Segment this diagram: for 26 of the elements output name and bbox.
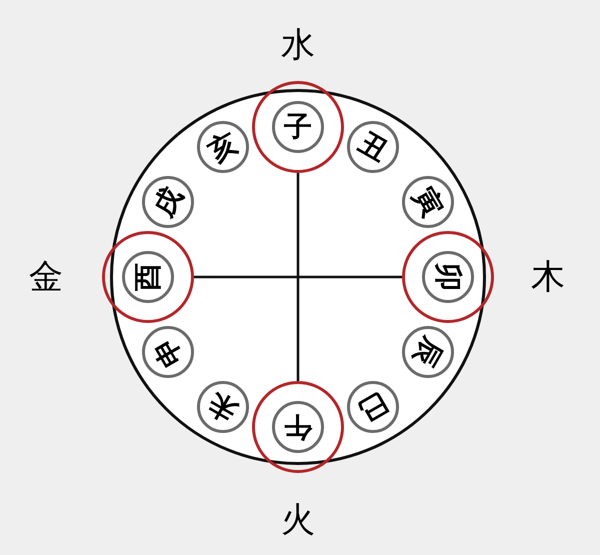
branch-circle	[402, 326, 454, 378]
branch-character: 子	[284, 113, 312, 141]
branch-character: 辰	[408, 332, 448, 372]
branch-circle	[402, 176, 454, 228]
branch-character: 酉	[134, 263, 162, 291]
branch-circle	[197, 121, 249, 174]
element-label: 木	[531, 260, 565, 294]
connector-line	[194, 276, 402, 278]
branch-character: 巳	[354, 388, 392, 426]
element-label: 火	[281, 503, 315, 537]
branch-circle	[347, 121, 399, 174]
branch-circle	[142, 176, 194, 228]
branch-character: 戌	[148, 182, 188, 222]
branch-character: 亥	[204, 128, 242, 166]
branch-circle	[142, 326, 194, 378]
element-label: 金	[29, 260, 63, 294]
branch-circle	[197, 380, 249, 433]
branch-character: 丑	[354, 128, 392, 166]
branch-character: 寅	[408, 182, 448, 222]
branch-character: 申	[148, 332, 188, 372]
branch-character: 未	[204, 388, 242, 426]
branch-character: 午	[284, 413, 312, 441]
branch-circle	[347, 380, 399, 433]
element-label: 水	[281, 28, 315, 62]
connector-line	[296, 173, 300, 381]
branch-character: 卯	[434, 263, 462, 291]
